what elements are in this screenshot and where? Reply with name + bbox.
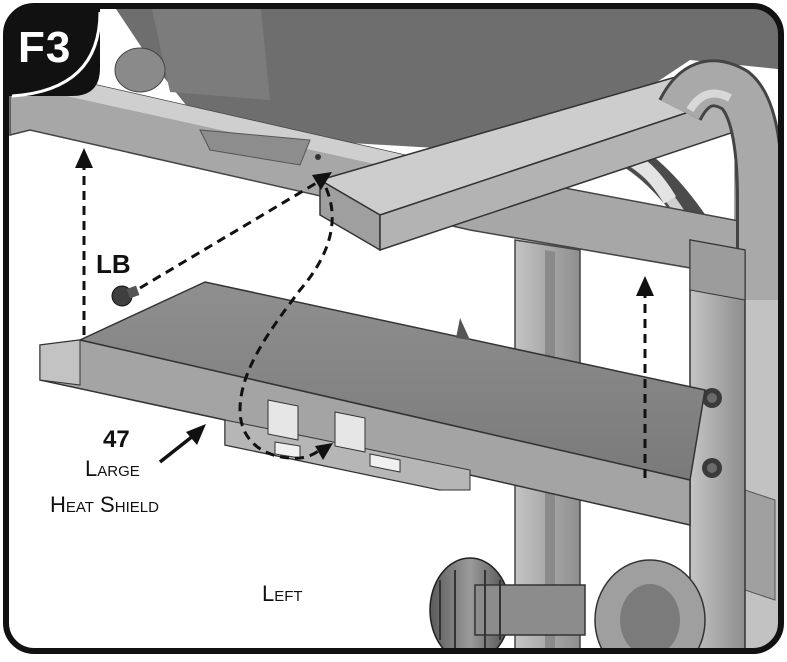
large-heat-shield xyxy=(39,281,706,526)
firebox-bottom xyxy=(110,6,781,150)
right-post xyxy=(689,239,746,651)
arrowhead-bolt xyxy=(312,172,332,190)
fastener-label: LB xyxy=(96,249,131,279)
dashed-route-curve xyxy=(238,187,334,460)
arrowhead-curve xyxy=(315,443,333,460)
arrowhead-right xyxy=(636,276,654,296)
step-label: F3 xyxy=(18,23,72,72)
part-number: 47 xyxy=(103,426,130,453)
handle-loop xyxy=(658,59,781,300)
part-name-line2: Heat Shield xyxy=(50,492,159,517)
step-badge xyxy=(6,6,102,98)
part-leader-arrow xyxy=(158,424,206,464)
lb-bolt xyxy=(111,285,140,307)
figure-frame xyxy=(3,3,784,654)
side-label: Left xyxy=(262,581,303,606)
arrowhead-left xyxy=(75,148,93,168)
part-name-line1: Large xyxy=(85,456,140,481)
dashed-arrow-bolt xyxy=(139,180,319,290)
